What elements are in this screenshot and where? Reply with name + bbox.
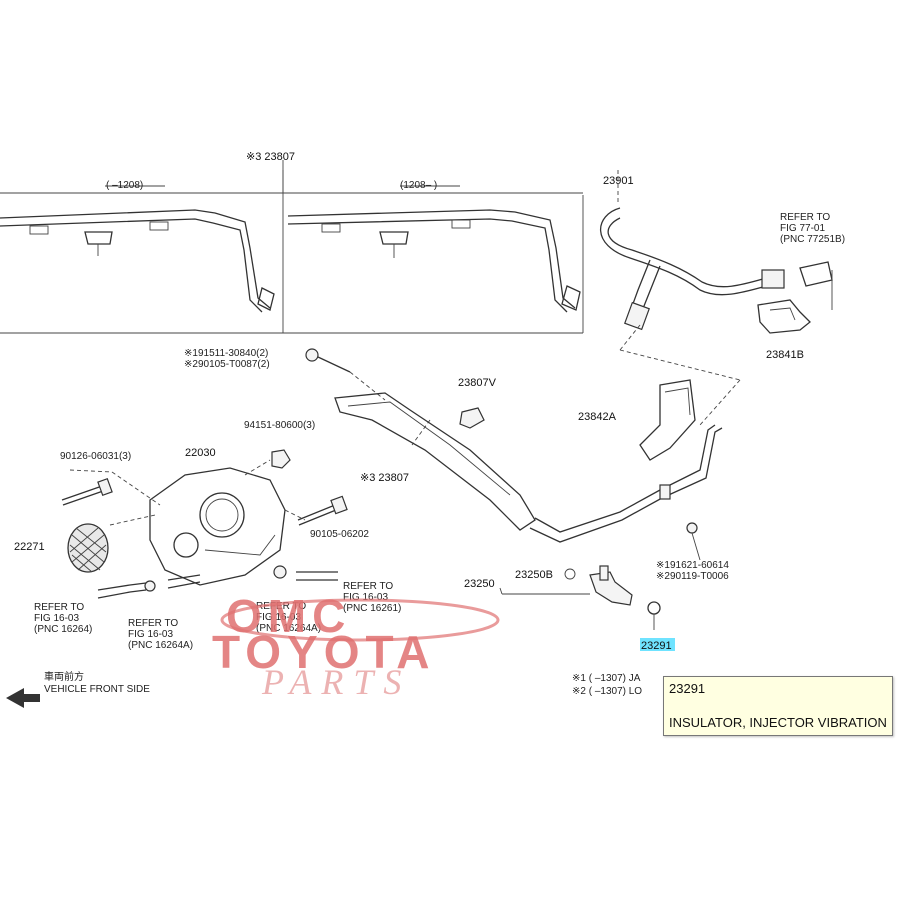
throttle-body-22030 [69,459,306,586]
label-23842a[interactable]: 23842A [578,411,617,423]
fuel-rail-center [334,392,723,561]
label-23841b[interactable]: 23841B [766,349,804,361]
label-23250b[interactable]: 23250B [515,569,553,581]
label-refer-16264a-mid-3[interactable]: (PNC 16264A) [256,623,321,634]
lower-hoses [97,565,338,599]
label-refer-16264a-mid-1[interactable]: REFER TO [256,601,306,612]
insulator-23807v [459,407,485,429]
label-bolt-29010[interactable]: ※290105-T0087(2) [184,359,270,370]
label-refer-77-1[interactable]: REFER TO [780,212,830,223]
tooltip-description: INSULATOR, INJECTOR VIBRATION [669,715,887,730]
fuel-hose [599,170,833,426]
label-refer-16264-1[interactable]: REFER TO [34,602,84,613]
label-rail-main[interactable]: ※3 23807 [246,151,295,163]
label-bolt-191621[interactable]: ※191621-60614 [656,560,729,571]
label-23250[interactable]: 23250 [464,578,495,590]
label-hose-23901[interactable]: 23901 [603,175,634,187]
label-refer-16264a-left-1[interactable]: REFER TO [128,618,178,629]
label-22030[interactable]: 22030 [185,447,216,459]
label-refer-16264a-left-2[interactable]: FIG 16-03 [128,629,173,640]
label-refer-16264-2[interactable]: FIG 16-03 [34,613,79,624]
nut-94151 [271,449,291,469]
label-refer-16264a-left-3[interactable]: (PNC 16264A) [128,640,193,651]
gasket-22271 [67,523,109,573]
label-bolt-90105[interactable]: 90105-06202 [310,529,369,540]
bracket-23842a [639,379,696,461]
watermark-line1: OMC [226,590,351,642]
label-refer-16264a-mid-2[interactable]: FIG 16-03 [256,612,301,623]
injector-23250 [499,565,661,630]
clamp-23841b [757,299,811,334]
tooltip-part-number: 23291 [669,681,706,696]
bolt-upper [305,348,431,446]
label-rail-center[interactable]: ※3 23807 [360,472,409,484]
part-tooltip: 23291 INSULATOR, INJECTOR VIBRATION [663,676,893,736]
label-note-1: ※1 ( –1307) JA [572,673,641,684]
label-front-en: VEHICLE FRONT SIDE [44,684,150,695]
label-refer-16261-1[interactable]: REFER TO [343,581,393,592]
bolt-90105 [297,495,348,526]
label-refer-16264-3[interactable]: (PNC 16264) [34,624,92,635]
label-note-2: ※2 ( –1307) LO [572,686,642,697]
label-nut-94151[interactable]: 94151-80600(3) [244,420,315,431]
label-refer-77-2[interactable]: FIG 77-01 [780,223,825,234]
label-bolt-90126[interactable]: 90126-06031(3) [60,451,131,462]
label-refer-16261-2[interactable]: FIG 16-03 [343,592,388,603]
label-rail-right-range: (1208– ) [400,180,437,191]
label-rail-left-range: ( –1208) [106,180,143,191]
label-23291[interactable]: 23291 [641,640,672,652]
label-22271[interactable]: 22271 [14,541,45,553]
label-bolt-290119[interactable]: ※290119-T0006 [656,571,729,582]
label-refer-16261-3[interactable]: (PNC 16261) [343,603,401,614]
watermark-ellipse [220,598,500,642]
bolt-90126 [61,477,113,506]
front-arrow [6,688,40,708]
watermark-line3: PARTS [261,662,411,702]
label-23807v[interactable]: 23807V [458,377,497,389]
label-bolt-19151[interactable]: ※191511-30840(2) [184,348,268,359]
rail-variants-box [0,160,584,334]
watermark-line2: TOYOTA [212,626,435,678]
label-front-jp: 車両前方 [44,670,84,683]
part-23291-highlight[interactable] [640,638,675,651]
label-refer-77-3[interactable]: (PNC 77251B) [780,234,845,245]
